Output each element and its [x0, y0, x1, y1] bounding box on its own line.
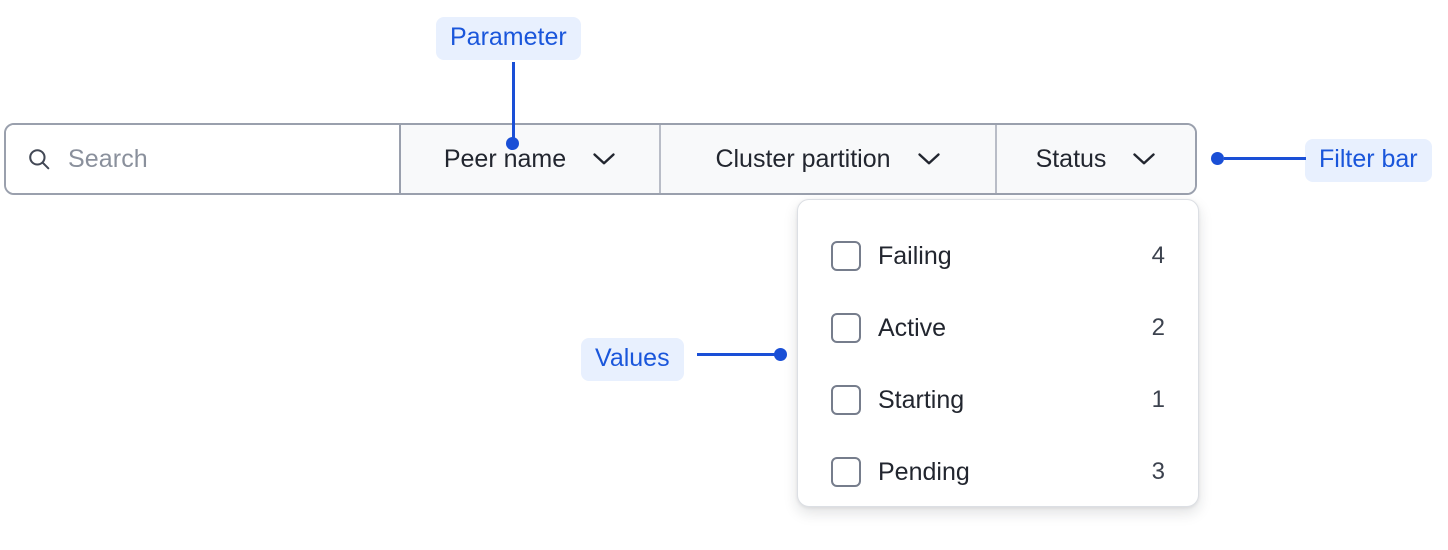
dropdown-option-pending[interactable]: Pending 3 — [798, 436, 1198, 508]
dropdown-option-count: 3 — [1151, 458, 1165, 485]
annotation-leader-dot-values — [774, 348, 787, 361]
filter-segment-peer-name[interactable]: Peer name — [401, 125, 661, 193]
filter-segment-label: Cluster partition — [715, 144, 891, 173]
status-dropdown-panel: Failing 4 Active 2 Starting 1 Pending 3 — [797, 199, 1199, 507]
dropdown-option-count: 4 — [1151, 242, 1165, 269]
dropdown-option-label: Pending — [878, 457, 970, 486]
search-icon — [29, 149, 50, 170]
checkbox-unchecked-icon[interactable] — [831, 385, 861, 415]
annotation-label-filter-bar: Filter bar — [1305, 139, 1432, 182]
chevron-down-icon — [593, 153, 615, 165]
filter-segment-label: Peer name — [443, 144, 567, 173]
dropdown-option-starting[interactable]: Starting 1 — [798, 364, 1198, 436]
dropdown-option-active[interactable]: Active 2 — [798, 292, 1198, 364]
search-placeholder: Search — [68, 144, 148, 173]
dropdown-option-label: Starting — [878, 385, 965, 414]
dropdown-option-label: Failing — [878, 241, 952, 270]
annotation-leader-dot-parameter — [506, 137, 519, 150]
chevron-down-icon — [1133, 153, 1156, 165]
dropdown-option-count: 2 — [1151, 314, 1165, 341]
annotation-label-values: Values — [581, 338, 684, 381]
filter-segment-cluster-partition[interactable]: Cluster partition — [661, 125, 997, 193]
search-input[interactable]: Search — [6, 125, 401, 193]
annotation-label-parameter: Parameter — [436, 17, 581, 60]
filter-segment-label: Status — [1035, 144, 1107, 173]
checkbox-unchecked-icon[interactable] — [831, 313, 861, 343]
chevron-down-icon — [917, 153, 940, 165]
checkbox-unchecked-icon[interactable] — [831, 457, 861, 487]
filter-bar: Search Peer name Cluster partition Statu… — [4, 123, 1197, 195]
annotation-leader-line-filter-bar — [1224, 157, 1306, 160]
dropdown-option-count: 1 — [1151, 386, 1165, 413]
dropdown-option-failing[interactable]: Failing 4 — [798, 220, 1198, 292]
dropdown-option-label: Active — [878, 313, 947, 342]
annotation-leader-line-values — [697, 353, 781, 356]
checkbox-unchecked-icon[interactable] — [831, 241, 861, 271]
annotation-leader-dot-filter-bar — [1211, 152, 1224, 165]
annotation-leader-line-parameter — [512, 62, 515, 143]
filter-segment-status[interactable]: Status — [997, 125, 1195, 193]
